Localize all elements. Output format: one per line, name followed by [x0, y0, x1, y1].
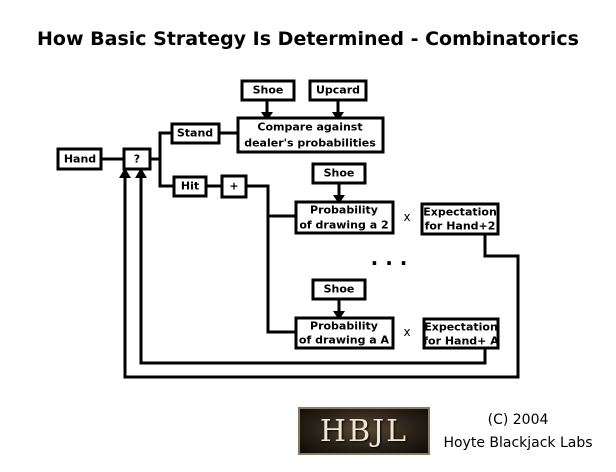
multiply-sign-1: x — [403, 210, 410, 224]
stand-box: Stand — [170, 122, 221, 145]
compare-box: Compare against dealer's probabilities — [236, 116, 385, 154]
probA-label-line1: Probability — [310, 320, 378, 333]
ellipsis: . . . — [371, 246, 408, 270]
decision-label: ? — [134, 153, 140, 166]
hand-label: Hand — [64, 153, 96, 166]
prob2-label-line2: of drawing a 2 — [299, 219, 388, 232]
multiply-sign-2: x — [403, 325, 410, 339]
line-plus-branch — [246, 184, 296, 334]
stand-label: Stand — [177, 127, 213, 140]
line-decision-branch — [150, 131, 172, 161]
arrowhead-shoe-mid — [333, 195, 345, 204]
shoe-low-label: Shoe — [324, 283, 355, 296]
exp2-box: Expectation for Hand+2 — [420, 202, 500, 236]
exp2-label-line1: Expectation — [423, 206, 497, 219]
probA-label-line2: of drawing a A — [299, 334, 390, 347]
expA-label-line2: for Hand+ A — [423, 335, 499, 348]
decision-box: ? — [122, 147, 152, 171]
hit-label: Hit — [181, 180, 199, 193]
compare-label-line2: dealer's probabilities — [244, 137, 376, 150]
shoe-mid-label: Shoe — [324, 167, 355, 180]
lab-name-text: Hoyte Blackjack Labs — [443, 435, 593, 451]
arrowhead-feedback-inner — [135, 168, 147, 178]
hand-box: Hand — [56, 147, 103, 171]
shoe-box-low: Shoe — [311, 278, 367, 301]
shoe-box-top: Shoe — [240, 79, 296, 102]
shoe-top-label: Shoe — [253, 84, 284, 97]
hbjl-logo-text: HBJL — [319, 413, 409, 449]
arrowhead-feedback-outer — [119, 168, 131, 178]
plus-box: + — [220, 174, 248, 199]
diagram-title: How Basic Strategy Is Determined - Combi… — [37, 28, 579, 50]
hit-box: Hit — [172, 175, 208, 198]
probA-box: Probability of drawing a A — [294, 316, 395, 350]
plus-label: + — [229, 180, 238, 193]
expA-box: Expectation for Hand+ A — [422, 317, 500, 350]
expA-label-line1: Expectation — [424, 321, 498, 334]
upcard-box: Upcard — [308, 79, 368, 102]
copyright-text: (C) 2004 — [487, 412, 549, 428]
line-exp2-feedback — [123, 176, 520, 379]
upcard-label: Upcard — [316, 84, 360, 97]
prob2-label-line1: Probability — [310, 204, 378, 217]
shoe-box-mid: Shoe — [311, 162, 367, 185]
compare-label-line1: Compare against — [257, 121, 362, 134]
line-expA-feedback — [139, 176, 487, 365]
line-decision-to-hit — [158, 159, 174, 188]
arrowhead-shoe-low — [333, 311, 345, 320]
prob2-box: Probability of drawing a 2 — [294, 200, 395, 235]
hbjl-logo: HBJL — [298, 407, 430, 455]
exp2-label-line2: for Hand+2 — [425, 220, 496, 233]
